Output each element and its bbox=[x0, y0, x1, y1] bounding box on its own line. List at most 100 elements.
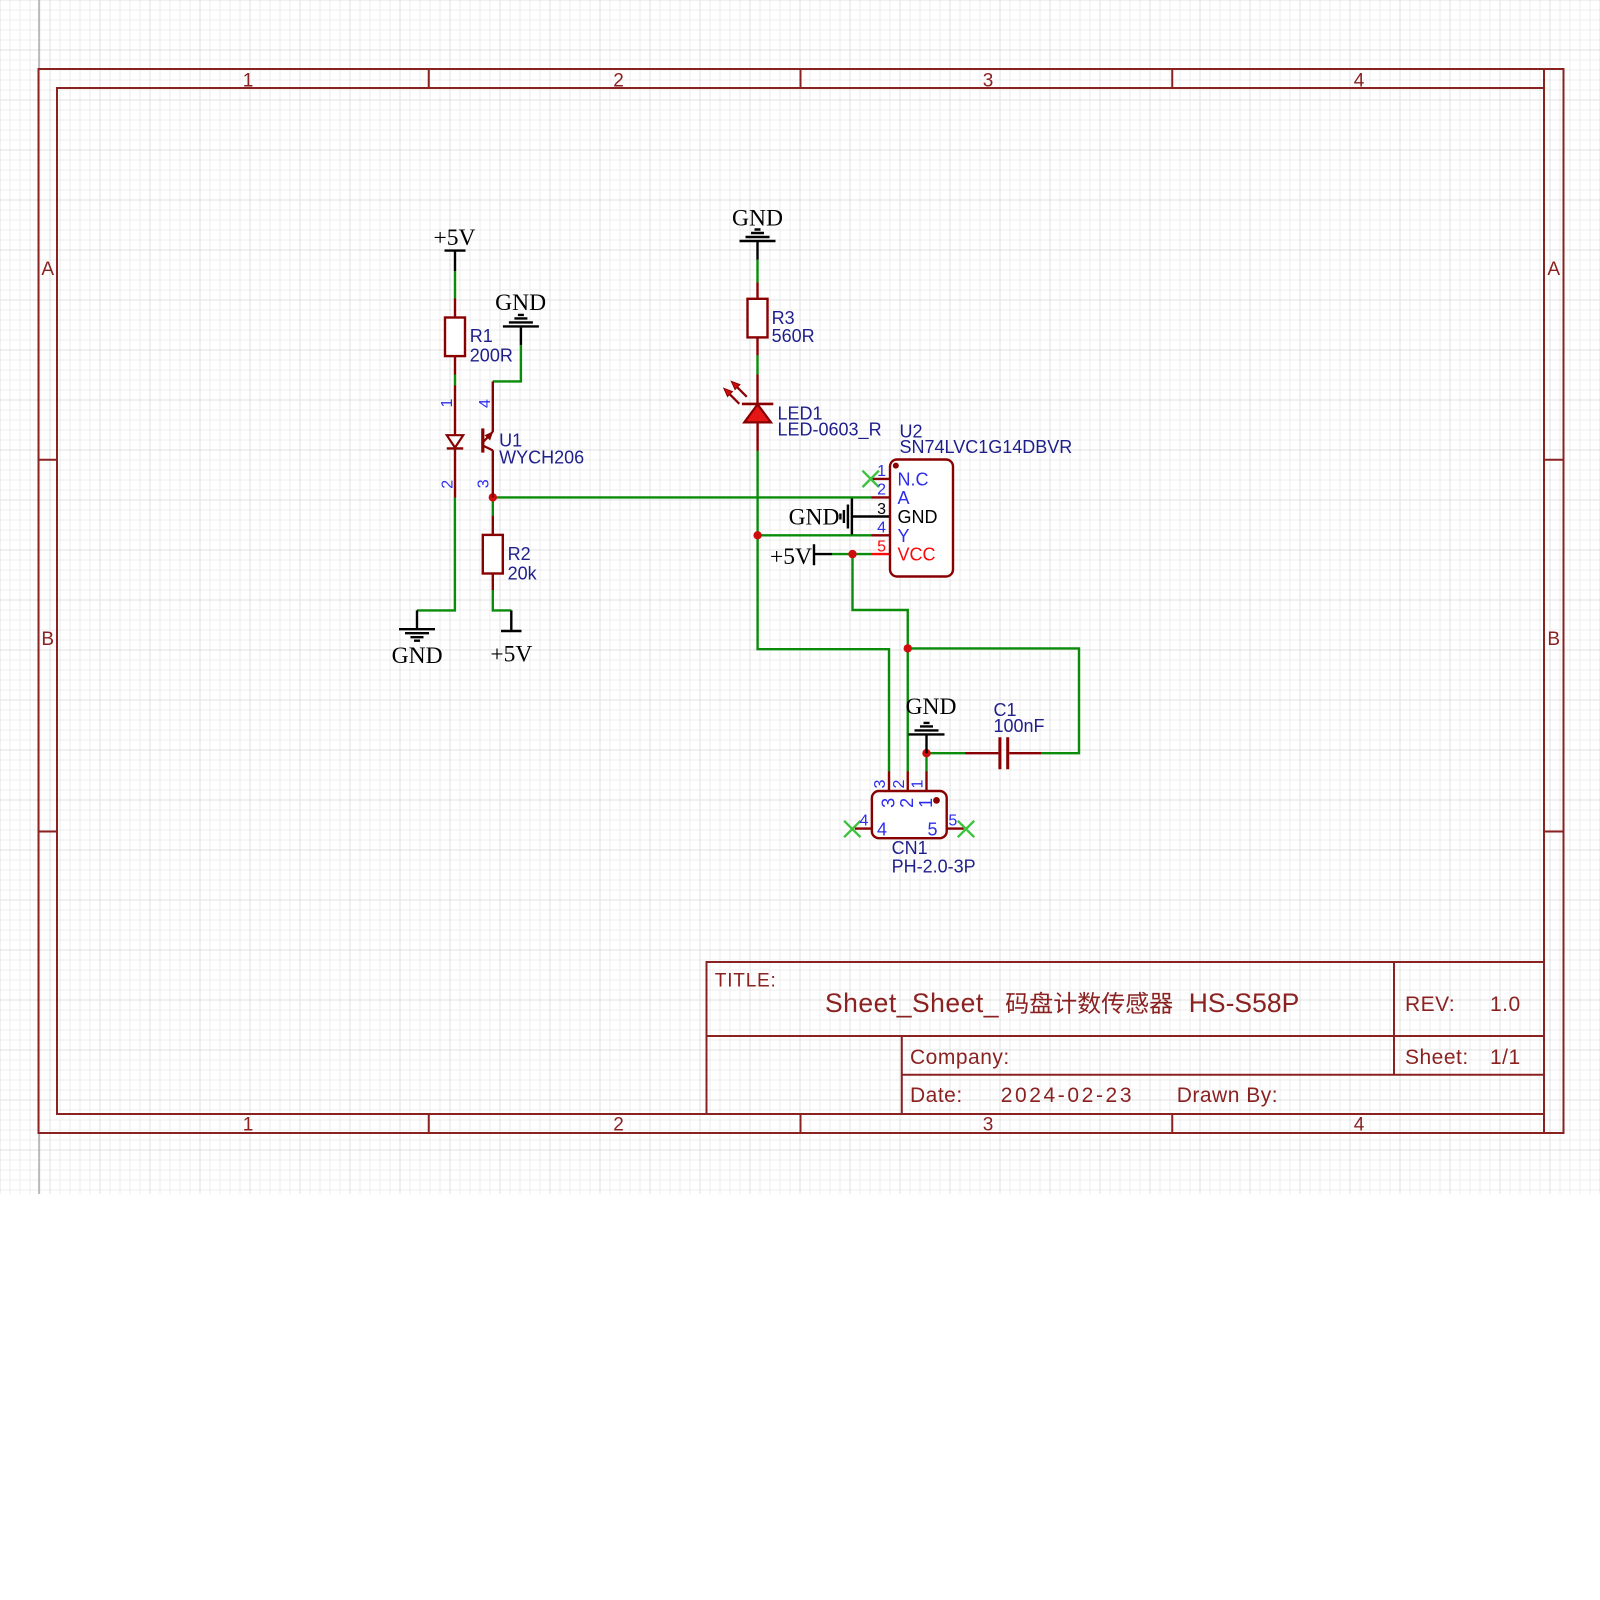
gnd-flag-u2pin3[interactable] bbox=[839, 498, 890, 535]
u1-value[interactable]: WYCH206 bbox=[499, 447, 584, 467]
net-label-gnd-left[interactable]: GND bbox=[392, 643, 443, 669]
frame-col-label-bottom: 3 bbox=[983, 1115, 994, 1136]
junction-dots bbox=[488, 493, 931, 758]
u1-pin3-number: 3 bbox=[476, 479, 493, 488]
u2-body[interactable] bbox=[888, 458, 955, 578]
gnd-flag-c1[interactable] bbox=[908, 721, 945, 754]
u2-pin1-marker bbox=[892, 462, 899, 469]
c1-plates[interactable] bbox=[998, 737, 1010, 770]
net-label-gnd-u2pin3[interactable]: GND bbox=[789, 504, 840, 530]
power-flag-5v-bottom[interactable] bbox=[501, 610, 522, 633]
cn1-pin4-number: 4 bbox=[860, 813, 869, 830]
led1-triangle[interactable] bbox=[742, 402, 774, 424]
frame-row-label-right: A bbox=[1547, 259, 1560, 280]
net-label-5v-bottom[interactable]: +5V bbox=[490, 641, 532, 667]
gnd-flag-r3[interactable] bbox=[739, 228, 776, 260]
u1-transistor-arrow bbox=[484, 431, 494, 441]
cn1-ref[interactable]: CN1 bbox=[892, 838, 928, 858]
r2-ref[interactable]: R2 bbox=[508, 544, 531, 564]
r3-body[interactable] bbox=[746, 297, 769, 339]
title-label: TITLE: bbox=[715, 971, 777, 992]
r2-value[interactable]: 20k bbox=[508, 563, 538, 583]
u1-symbol[interactable] bbox=[444, 428, 494, 453]
power-symbols bbox=[399, 228, 945, 754]
u2-pin5-number: 5 bbox=[877, 538, 886, 555]
junction-dot[interactable] bbox=[753, 531, 762, 540]
cn1-pin1-name: 1 bbox=[916, 798, 936, 808]
wire-vcc-branch[interactable] bbox=[851, 554, 909, 649]
led1-symbol[interactable] bbox=[722, 380, 774, 424]
net-label-5v-vcc[interactable]: +5V bbox=[770, 544, 812, 570]
sheet-title-prefix[interactable]: Sheet_Sheet_ bbox=[825, 988, 1000, 1018]
company-label: Company: bbox=[910, 1046, 1010, 1069]
wire-vcc-c1[interactable] bbox=[907, 647, 1081, 755]
cn1-pin4-nc-x[interactable] bbox=[843, 819, 862, 839]
r3-ref[interactable]: R3 bbox=[772, 308, 795, 328]
led1-arrow1-head bbox=[730, 380, 741, 391]
u2-pin3-number: 3 bbox=[877, 501, 886, 518]
wire-y-cn1pin3[interactable] bbox=[756, 535, 891, 772]
u2-pin1-nc-x[interactable] bbox=[861, 469, 880, 488]
led1-arrow2-head bbox=[722, 387, 734, 398]
sheet-value[interactable]: 1/1 bbox=[1490, 1046, 1521, 1069]
cn1-pin5-number: 5 bbox=[948, 813, 957, 830]
led1-value[interactable]: LED-0603_R bbox=[778, 420, 882, 441]
rev-value[interactable]: 1.0 bbox=[1490, 993, 1521, 1016]
net-label-gnd-c1[interactable]: GND bbox=[906, 694, 957, 720]
gnd-flag-u1[interactable] bbox=[502, 313, 539, 346]
date-label: Date: bbox=[910, 1084, 963, 1107]
no-connect-marks bbox=[843, 469, 976, 839]
u2-ref[interactable]: U2 bbox=[900, 421, 923, 441]
cn1-pin1-marker bbox=[933, 797, 940, 804]
cn1-pin5-name: 5 bbox=[927, 820, 937, 840]
u2-value[interactable]: SN74LVC1G14DBVR bbox=[900, 437, 1073, 457]
u2-pin3-name: GND bbox=[898, 507, 938, 527]
cn1-body[interactable] bbox=[870, 789, 948, 840]
sheet-title-suffix[interactable]: HS-S58P bbox=[1189, 988, 1299, 1018]
led1-ref[interactable]: LED1 bbox=[778, 404, 823, 424]
frame-col-label-bottom: 2 bbox=[613, 1115, 624, 1136]
drawn-by-label: Drawn By: bbox=[1177, 1084, 1278, 1107]
cn1-pin4-name: 4 bbox=[877, 820, 887, 840]
net-label-gnd-r3[interactable]: GND bbox=[732, 205, 783, 231]
cn1-pin5-nc-x[interactable] bbox=[956, 819, 976, 839]
led1-arrow2-line[interactable] bbox=[727, 392, 741, 405]
r2-body[interactable] bbox=[481, 533, 504, 575]
net-label-5v-top[interactable]: +5V bbox=[434, 225, 476, 251]
frame-row-label-right: B bbox=[1547, 629, 1560, 650]
wire-d1-gnd[interactable] bbox=[417, 497, 457, 612]
r1-value[interactable]: 200R bbox=[470, 345, 513, 365]
frame-row-label-left: B bbox=[41, 629, 54, 650]
u1-diode-triangle[interactable] bbox=[444, 434, 466, 450]
c1-ref[interactable]: C1 bbox=[994, 700, 1017, 720]
junction-dot[interactable] bbox=[903, 644, 912, 653]
r3-value[interactable]: 560R bbox=[772, 326, 815, 346]
frame-col-label-bottom: 4 bbox=[1354, 1115, 1365, 1136]
u1-transistor-emitter[interactable] bbox=[482, 444, 494, 452]
r1-body[interactable] bbox=[443, 316, 467, 358]
cn1-pin2-name: 2 bbox=[897, 798, 917, 808]
u1-ref[interactable]: U1 bbox=[499, 430, 522, 450]
gnd-flag-left[interactable] bbox=[399, 610, 435, 642]
u2-pin5-name: VCC bbox=[898, 545, 936, 565]
wire-gnd-u1pin4[interactable] bbox=[492, 345, 523, 383]
sheet-label: Sheet: bbox=[1405, 1046, 1469, 1069]
frame-col-label-top: 1 bbox=[243, 71, 254, 92]
frame-row-label-left: A bbox=[41, 259, 54, 280]
date-value[interactable]: 2024-02-23 bbox=[1001, 1084, 1134, 1107]
net-label-gnd-u1[interactable]: GND bbox=[495, 290, 546, 316]
led1-arrow1-line[interactable] bbox=[735, 385, 748, 398]
u2-pin2-number: 2 bbox=[877, 482, 886, 499]
c1-value[interactable]: 100nF bbox=[994, 716, 1045, 736]
power-flag-5v-vcc[interactable] bbox=[812, 544, 832, 566]
wire-r2-5v[interactable] bbox=[491, 589, 512, 612]
power-flag-5v-top[interactable] bbox=[444, 249, 466, 272]
frame-col-label-top: 3 bbox=[983, 71, 994, 92]
sheet-title-cjk[interactable] bbox=[1005, 991, 1173, 1014]
u1-pin1-number: 1 bbox=[439, 398, 456, 407]
junction-dot[interactable] bbox=[848, 549, 857, 559]
frame-col-label-top: 2 bbox=[613, 71, 624, 92]
cn1-value[interactable]: PH-2.0-3P bbox=[892, 856, 976, 876]
r1-ref[interactable]: R1 bbox=[470, 326, 493, 346]
